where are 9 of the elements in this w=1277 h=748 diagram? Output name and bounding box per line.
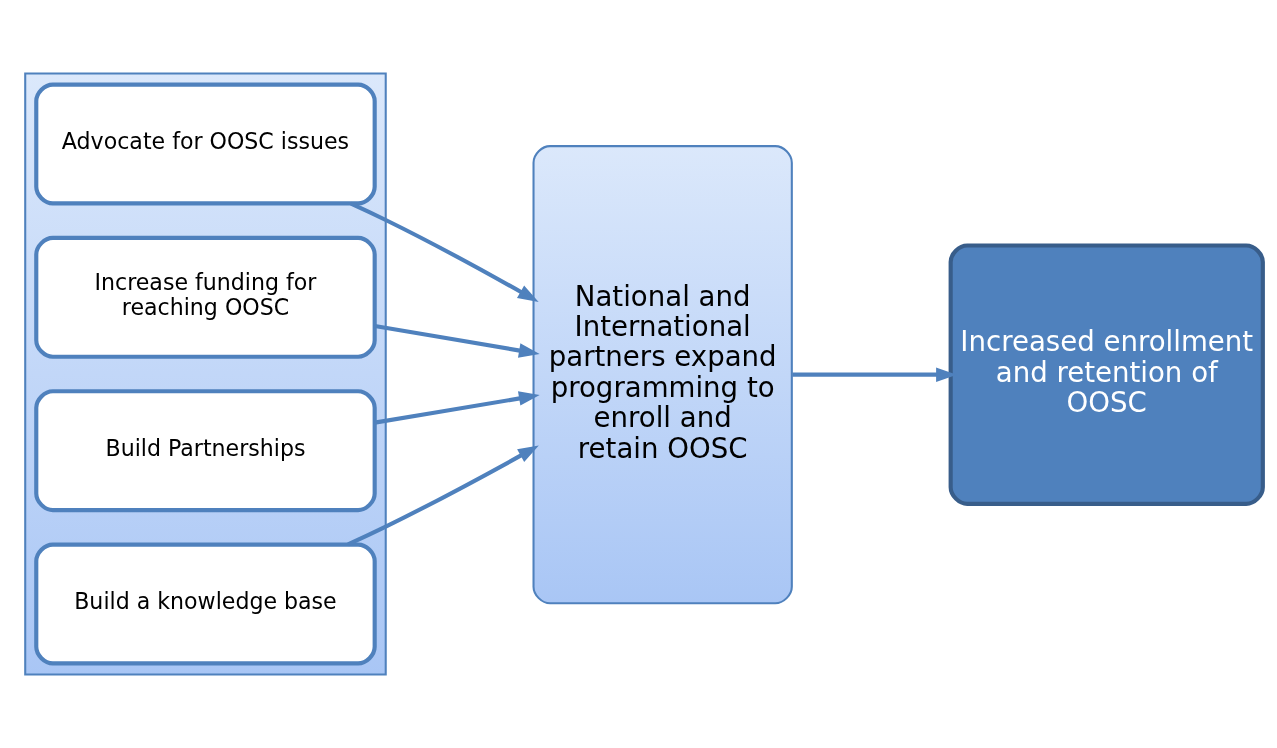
node-box: Advocate for OOSC issues	[34, 82, 377, 206]
arrow	[374, 323, 540, 358]
node-box: National and International partners expand programming to enroll and retain OOSC	[532, 145, 793, 605]
node-box: Build Partnerships	[34, 389, 377, 513]
arrow	[374, 391, 540, 425]
node-box: Increase funding for reaching OOSC	[34, 235, 377, 359]
node-box: Build a knowledge base	[34, 542, 377, 666]
node-box: Increased enrollment and retention of OOSC	[948, 243, 1265, 506]
cluster	[24, 72, 387, 676]
